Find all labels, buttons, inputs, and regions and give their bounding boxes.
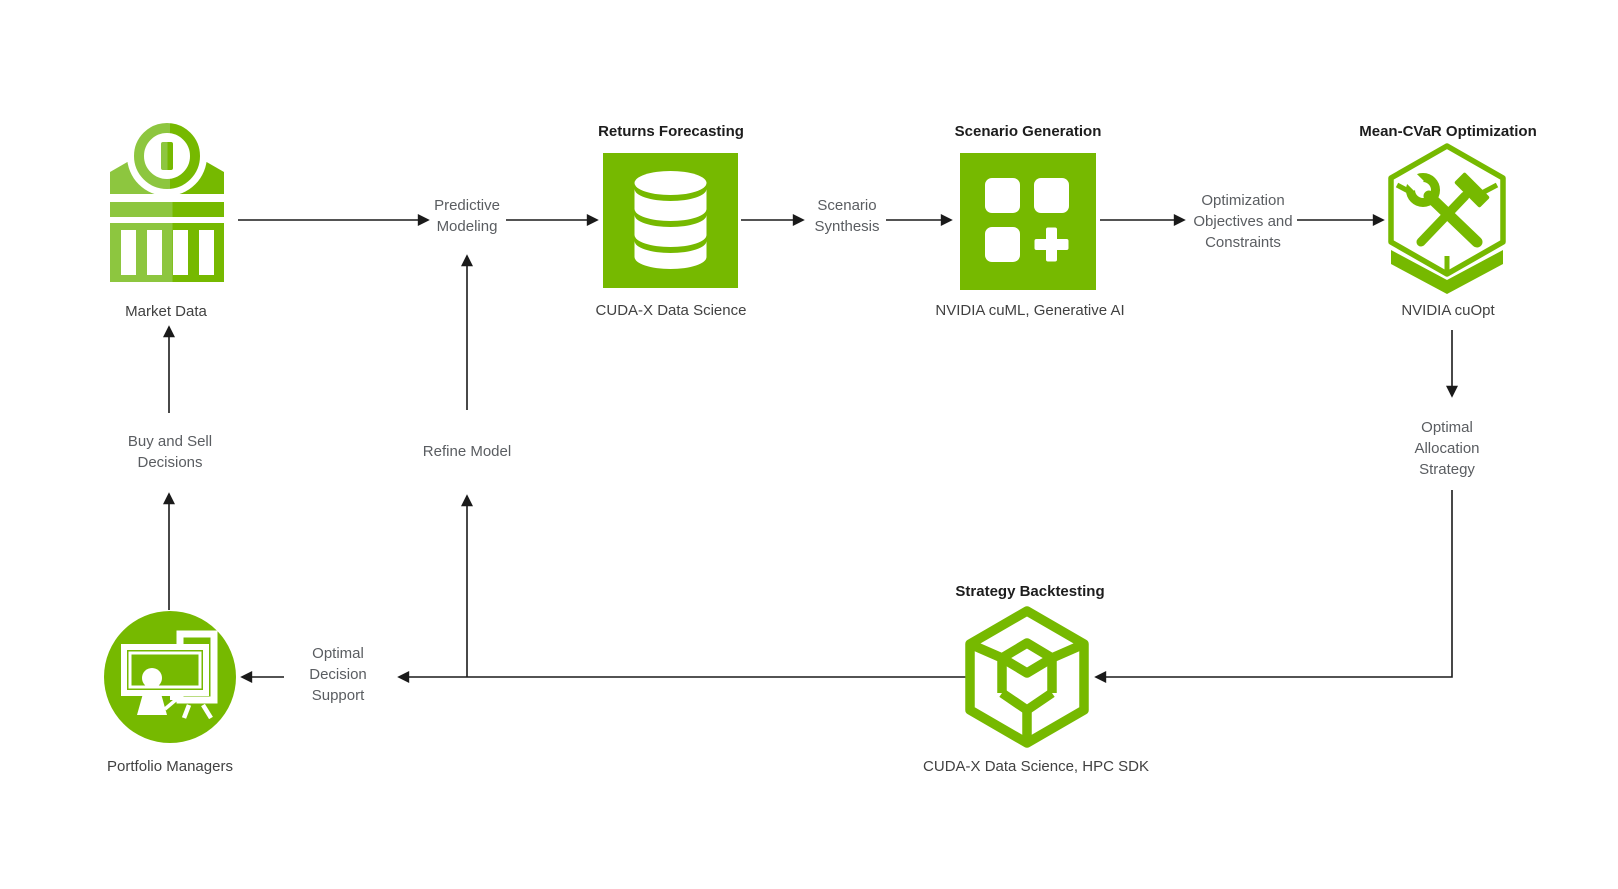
label-predictive-modeling: Predictive Modeling: [434, 197, 500, 235]
returns-forecasting-title: Returns Forecasting: [598, 123, 744, 140]
strategy-backtesting-caption: CUDA-X Data Science, HPC SDK: [923, 758, 1149, 775]
cube-icon: [965, 606, 1089, 748]
market-data-caption: Market Data: [125, 303, 207, 320]
scenario-generation-box: [960, 153, 1096, 290]
presenter-icon: [104, 611, 236, 743]
label-optimal-decision: Optimal Decision Support: [309, 645, 367, 704]
mean-cvar-title: Mean-CVaR Optimization: [1359, 123, 1537, 140]
hexagon-tools-icon: [1388, 143, 1506, 294]
grid-plus-icon: [985, 178, 1069, 262]
label-scenario-synthesis: Scenario Synthesis: [814, 197, 880, 235]
mean-cvar-caption: NVIDIA cuOpt: [1401, 302, 1495, 319]
scenario-generation-title: Scenario Generation: [954, 123, 1102, 140]
arrow-allocation-to-backtesting: [1094, 490, 1453, 683]
returns-forecasting-caption: CUDA-X Data Science: [595, 302, 747, 319]
label-optimization-objectives: Optimization Objectives and Constraints: [1193, 192, 1293, 251]
bank-icon: [110, 116, 224, 282]
label-optimal-allocation: Optimal Allocation Strategy: [1414, 419, 1480, 478]
label-buy-and-sell: Buy and Sell Decisions: [127, 433, 213, 471]
database-icon: [634, 171, 707, 269]
scenario-generation-caption: NVIDIA cuML, Generative AI: [935, 302, 1125, 319]
label-refine-model: Refine Model: [422, 443, 512, 460]
strategy-backtesting-title: Strategy Backtesting: [955, 583, 1105, 600]
portfolio-managers-caption: Portfolio Managers: [107, 758, 233, 775]
